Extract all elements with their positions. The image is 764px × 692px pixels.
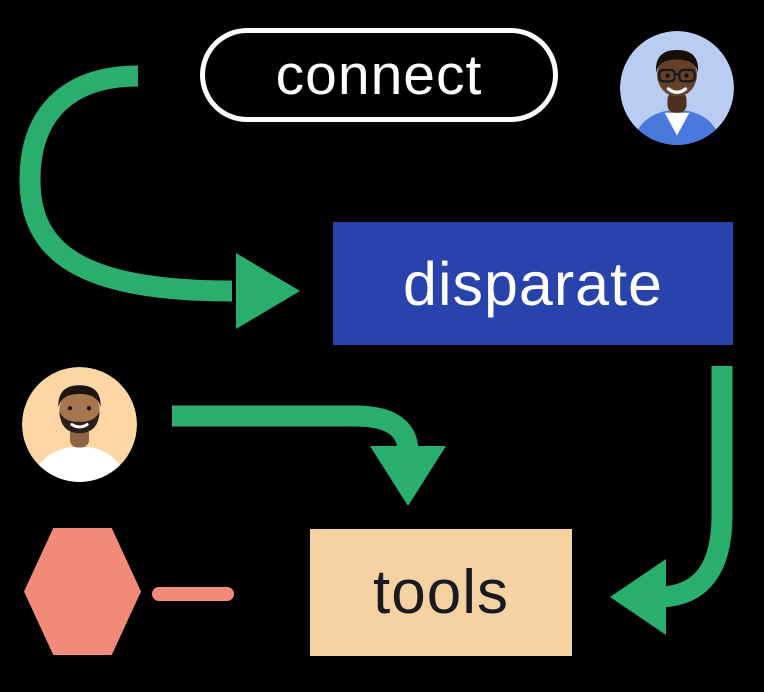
avatar-left: [22, 367, 137, 482]
dash-line-icon: [152, 587, 234, 601]
disparate-label: disparate: [403, 249, 663, 318]
avatar-photo-man-glasses-icon: [620, 31, 734, 145]
connect-label: connect: [275, 43, 483, 107]
avatar-photo-man-beard-icon: [22, 367, 137, 482]
tools-label: tools: [373, 558, 509, 627]
avatar-top-right: [620, 31, 734, 145]
arrow-disparate-to-tools-icon: [610, 366, 733, 635]
connect-pill: connect: [200, 28, 558, 122]
hexagon-icon: [24, 528, 141, 655]
tools-box: tools: [310, 529, 572, 656]
arrow-avatar-to-tools-icon: [172, 405, 446, 506]
disparate-box: disparate: [333, 222, 733, 345]
